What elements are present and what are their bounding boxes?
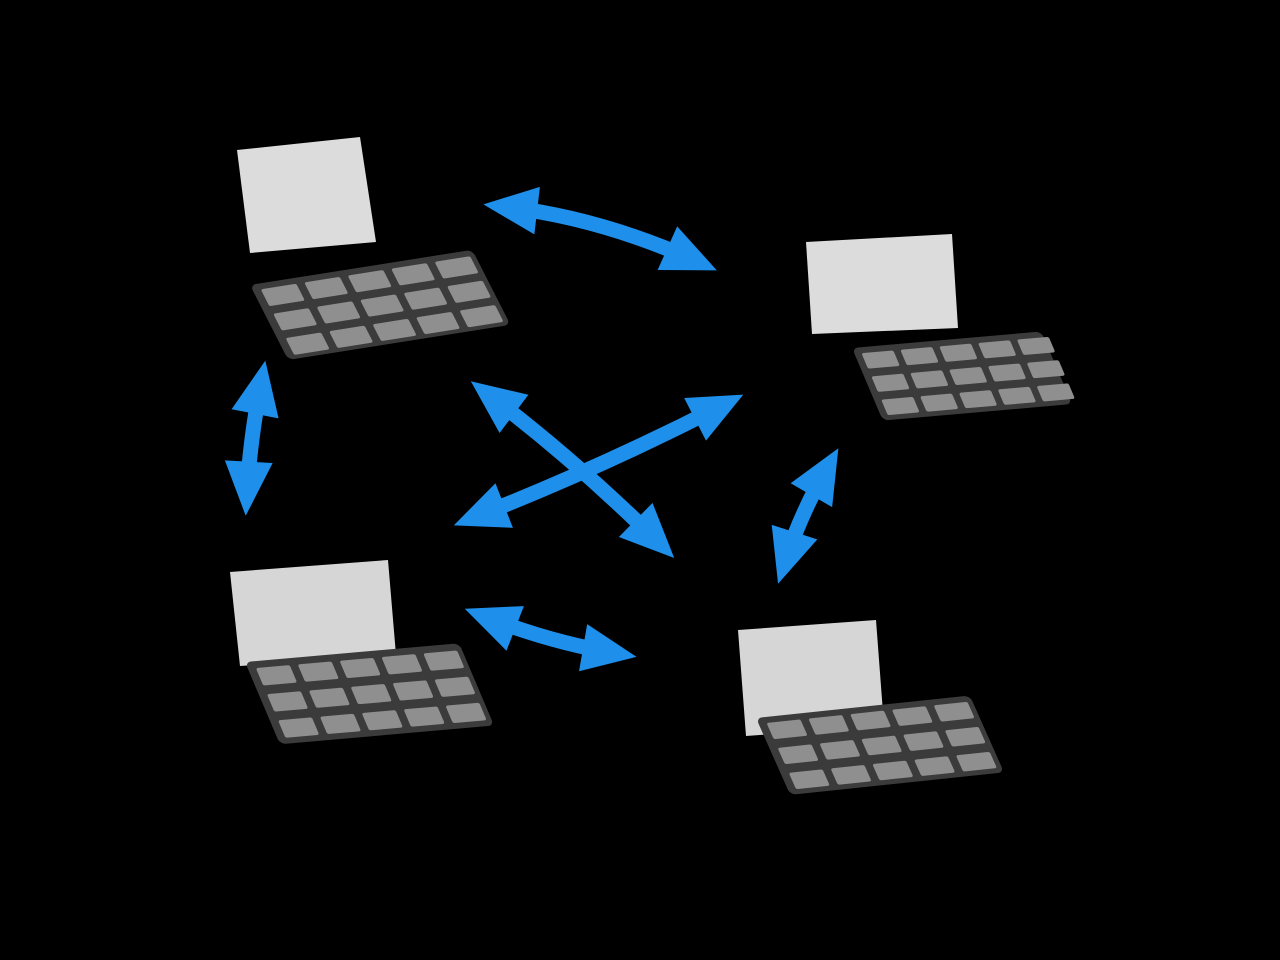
laptop-keyboard xyxy=(758,696,1002,795)
keyboard-key xyxy=(317,301,361,324)
laptop-top-right xyxy=(806,234,1075,421)
keyboard-key xyxy=(423,650,464,671)
keyboard-key xyxy=(850,710,891,731)
keyboard-key xyxy=(871,373,910,392)
arrow-left xyxy=(224,360,279,516)
keyboard-key xyxy=(304,277,348,300)
keyboard-key xyxy=(273,308,317,331)
laptop-screen xyxy=(738,620,884,736)
keyboard-key xyxy=(362,710,403,731)
keyboard-key xyxy=(914,756,955,776)
connection-arrows xyxy=(224,186,839,672)
keyboard-key xyxy=(767,719,807,740)
keyboard-key xyxy=(949,367,987,385)
keyboard-key xyxy=(320,713,361,734)
keyboard-key xyxy=(1027,360,1065,379)
keyboard-key xyxy=(881,397,919,415)
keyboard-key xyxy=(348,270,392,293)
keyboard-key xyxy=(820,740,860,760)
keyboard-keys xyxy=(256,650,486,738)
laptop-bottom-right xyxy=(738,620,1002,795)
keyboard-keys xyxy=(862,336,1075,415)
laptop-bottom-left xyxy=(230,560,493,744)
keyboard-key xyxy=(309,687,350,708)
arrow-cross-down xyxy=(470,381,675,559)
keyboard-key xyxy=(404,706,445,727)
laptop-screen xyxy=(230,560,396,666)
keyboard-key xyxy=(831,765,871,785)
keyboard-key xyxy=(373,318,416,341)
keyboard-key xyxy=(435,256,479,279)
laptop-keyboard xyxy=(246,643,493,744)
keyboard-key xyxy=(808,715,849,735)
keyboard-key xyxy=(910,370,948,389)
arrow-right xyxy=(771,448,839,584)
keyboard-keys xyxy=(767,702,997,790)
keyboard-key xyxy=(391,263,435,286)
keyboard-key xyxy=(382,654,422,675)
keyboard-key xyxy=(778,744,819,765)
keyboard-key xyxy=(934,702,975,722)
keyboard-key xyxy=(416,312,460,335)
keyboard-key xyxy=(460,305,503,328)
keyboard-key xyxy=(945,726,986,747)
keyboard-key xyxy=(789,769,830,790)
arrow-top xyxy=(483,186,717,271)
keyboard-key xyxy=(446,702,486,723)
keyboard-key xyxy=(286,332,330,355)
keyboard-key xyxy=(360,294,404,317)
keyboard-key xyxy=(278,717,319,738)
laptop-keyboard xyxy=(853,331,1075,421)
keyboard-key xyxy=(351,684,392,705)
keyboard-key xyxy=(261,284,305,306)
laptop-keyboard xyxy=(252,250,509,360)
keyboard-key xyxy=(998,386,1036,405)
keyboard-keys xyxy=(261,256,503,355)
keyboard-key xyxy=(978,340,1016,359)
keyboard-key xyxy=(447,280,491,303)
keyboard-key xyxy=(1017,336,1055,355)
keyboard-key xyxy=(404,287,447,310)
laptop-top-left xyxy=(237,137,509,360)
keyboard-key xyxy=(862,350,900,369)
keyboard-key xyxy=(900,347,939,366)
keyboard-key xyxy=(872,760,913,781)
laptop-screen xyxy=(806,234,958,334)
keyboard-key xyxy=(329,325,373,348)
keyboard-key xyxy=(434,676,475,697)
keyboard-key xyxy=(393,680,434,701)
keyboard-key xyxy=(956,751,997,772)
arrow-bottom xyxy=(464,606,637,672)
keyboard-key xyxy=(861,735,902,756)
keyboard-key xyxy=(256,665,297,686)
keyboard-key xyxy=(298,661,339,682)
keyboard-key xyxy=(920,393,958,412)
keyboard-key xyxy=(892,706,933,726)
keyboard-key xyxy=(340,657,381,679)
keyboard-key xyxy=(988,363,1026,382)
laptop-screen xyxy=(237,137,376,253)
keyboard-key xyxy=(939,343,977,362)
keyboard-key xyxy=(1037,383,1075,402)
keyboard-key xyxy=(267,691,308,712)
keyboard-key xyxy=(903,731,944,751)
keyboard-key xyxy=(959,390,997,409)
